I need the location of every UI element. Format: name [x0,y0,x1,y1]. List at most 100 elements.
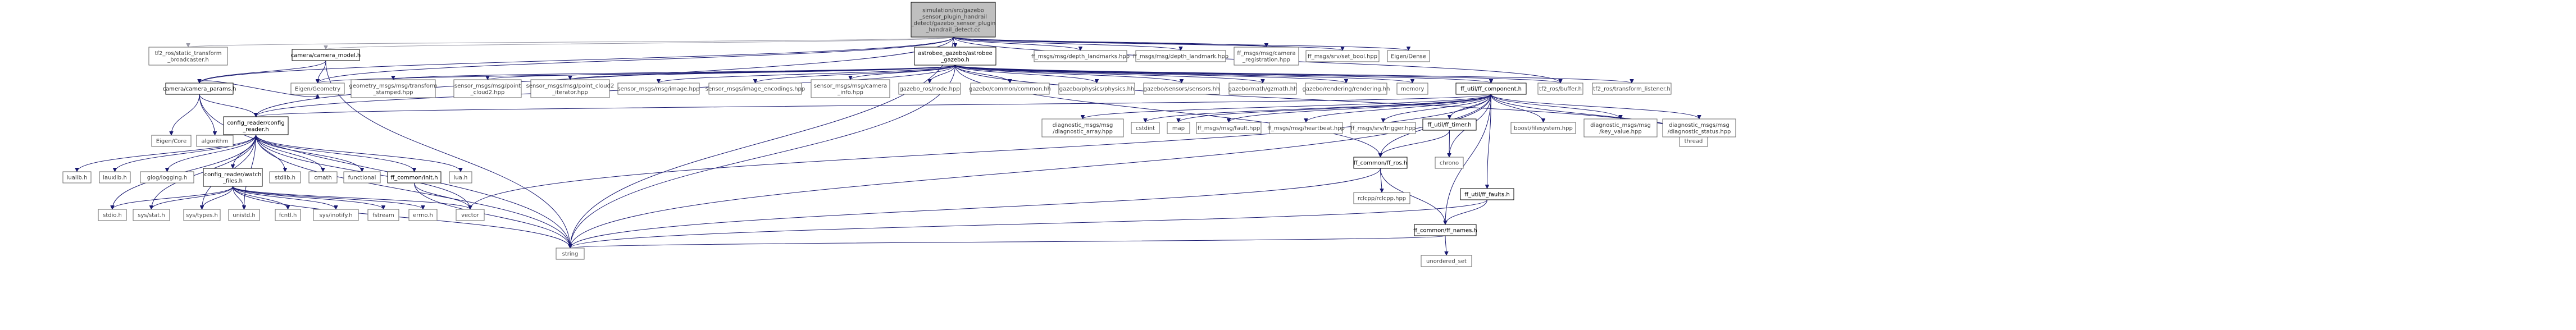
node-box [62,171,92,184]
edge-ff_init-to-vector [414,182,471,210]
node-label: ff_util/ff_timer.h [1427,122,1471,129]
node-box [911,2,996,38]
node-ff-depth-landmark: ff_msgs/msg/depth_landmark.hpp [1133,50,1228,62]
node-cmath: cmath [308,171,338,184]
node-label: lualib.h [67,175,88,181]
node-astrobee-gazebo[interactable]: astrobee_gazebo/astrobee_gazebo.h [914,47,996,66]
node-box [1305,82,1387,95]
node-camera-params[interactable]: camera/camera_params.h [162,82,236,95]
node-label: ff_common/ff_names.h [1413,228,1477,234]
node-box [183,209,221,221]
edge-ff_component-to-diag_status [1491,94,1700,120]
node-eigen-geometry: Eigen/Geometry [290,82,345,95]
node-label: cmath [314,175,332,181]
node-lua: lua.h [449,171,472,184]
node-ff-faults[interactable]: ff_util/ff_faults.h [1460,188,1514,200]
node-label: algorithm [201,139,228,145]
node-box [1058,82,1135,95]
node-unordered-set: unordered_set [1421,255,1472,267]
edge-config_reader-to-string [256,134,571,248]
node-ff-init[interactable]: ff_common/init.h [387,171,442,184]
edge-ff_timer-to-ff_ros [1381,130,1450,158]
edge-root-to-eigen_geometry [318,36,954,84]
edge-config_reader-to-stdlib [256,134,285,172]
edge-watch_files-to-fcntl [233,186,288,210]
node-vector: vector [456,209,485,221]
node-fstream: fstream [367,209,399,221]
node-label: diagnostic_msgs/msg/key_value.hpp [1590,122,1651,135]
node-diag-array: diagnostic_msgs/msg/diagnostic_array.hpp [1041,118,1124,138]
node-box [1135,50,1226,62]
edge-astrobee_gazebo-to-sensor_image [659,65,955,84]
edge-astrobee_gazebo-to-gazebo_rendering [955,65,1346,84]
node-tf2-buffer: tf2_ros/buffer.h [1537,82,1583,95]
node-box [530,79,610,98]
edge-ff_component-to-string [570,94,1491,248]
node-box [617,82,700,95]
edge-ff_component-to-map [1178,94,1491,123]
node-label: sensor_msgs/msg/image.hpp [617,86,699,93]
node-rclcpp: rclcpp/rclcpp.hpp [1353,192,1410,204]
node-label: chrono [1440,161,1459,167]
node-label: string [562,251,579,258]
node-watch-files[interactable]: config_reader/watch_files.h [203,168,263,187]
node-ff-ros[interactable]: ff_common/ff_ros.h [1353,157,1408,169]
edge-watch_files-to-fstream [233,186,384,210]
node-lualib: lualib.h [62,171,92,184]
node-box [811,79,890,98]
node-functional: functional [343,171,381,184]
node-box [308,171,338,184]
node-label: ff_msgs/msg/camera_registration.hpp [1237,51,1295,63]
node-box [269,171,301,184]
node-label: rclcpp/rclcpp.hpp [1358,196,1406,202]
edge-ff_component-to-ff_fault [1229,94,1491,123]
node-box [1167,122,1190,134]
node-label: astrobee_gazebo/astrobee_gazebo.h [918,51,993,63]
node-box [228,209,260,221]
node-label: fstream [372,213,394,219]
edge-root-to-ff_camera_reg [953,36,1267,48]
node-box [343,171,381,184]
node-label: gazebo_ros/node.hpp [899,86,959,93]
edge-camera_params-to-eigen_core [171,94,200,135]
node-config-reader[interactable]: config_reader/config_reader.h [223,116,289,135]
node-ff-names[interactable]: ff_common/ff_names.h [1413,224,1477,236]
node-box [449,171,472,184]
edge-config_reader-to-functional [256,134,362,172]
node-box [708,82,802,95]
node-ff-timer[interactable]: ff_util/ff_timer.h [1422,118,1477,131]
node-label: diagnostic_msgs/msg/diagnostic_status.hp… [1668,122,1731,135]
node-ff-camera-reg: ff_msgs/msg/camera_registration.hpp [1234,47,1299,66]
node-gazebo-physics: gazebo/physics/physics.hh [1058,82,1135,95]
node-label: stdlib.h [275,175,295,181]
node-ff-component[interactable]: ff_util/ff_component.h [1455,82,1527,95]
edge-ff_component-to-diag_kv [1491,94,1621,120]
node-boost-fs: boost/filesystem.hpp [1510,122,1576,134]
edge-astrobee_gazebo-to-gazebo_math [955,65,1263,84]
edge-ff_faults-to-string [570,199,1487,249]
node-label: ff_msgs/msg/depth_landmarks.hpp [1031,54,1130,60]
node-box [99,171,131,184]
node-geometry-msgs: geometry_msgs/msg/transform_stamped.hpp [349,79,438,98]
node-box [914,47,996,66]
node-box [1228,82,1297,95]
node-ff-set-bool: ff_msgs/srv/set_bool.hpp [1305,50,1380,62]
node-label: boost/filesystem.hpp [1514,126,1573,132]
include-edges [77,36,1700,255]
node-box [970,82,1050,95]
node-camera-model[interactable]: camera/camera_model.h [291,49,361,61]
node-label: unistd.h [233,213,255,219]
node-lauxlib: lauxlib.h [99,171,131,184]
node-box [556,247,585,260]
node-chrono: chrono [1435,157,1464,169]
edge-watch_files-to-errno [233,186,424,210]
node-tf2-listener: tf2_ros/transform_listener.h [1592,82,1672,95]
edge-root-to-tf2_static [188,36,954,47]
edge-config_reader-to-lua [256,134,461,172]
node-label: ff_msgs/srv/trigger.hpp [1351,126,1416,132]
node-box [1435,157,1464,169]
edge-astrobee_gazebo-to-gazebo_physics [955,65,1097,84]
node-box [313,209,359,221]
node-label: gazebo/physics/physics.hh [1059,86,1135,93]
node-label: vector [461,213,480,219]
